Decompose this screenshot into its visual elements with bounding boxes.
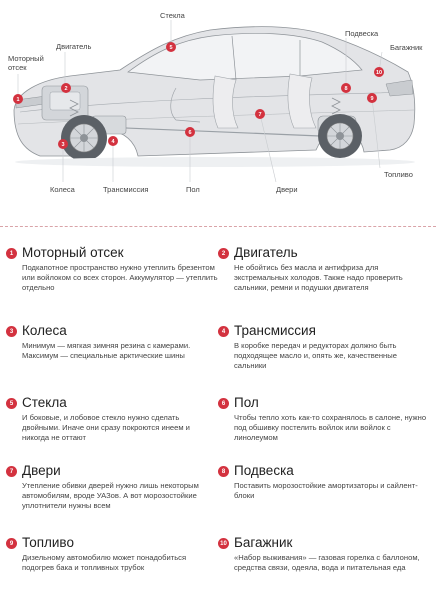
svg-text:5: 5 [169, 45, 172, 51]
item-title: Топливо [22, 535, 74, 550]
item-description: Не обойтись без масла и антифриза для эк… [234, 263, 403, 292]
item-number-badge: 8 [218, 466, 229, 477]
svg-text:9: 9 [370, 96, 373, 102]
item-number-badge: 9 [6, 538, 17, 549]
marker-8: 8 [341, 83, 351, 93]
label-floor: Пол [186, 185, 200, 194]
marker-9: 9 [367, 93, 377, 103]
svg-text:4: 4 [111, 139, 115, 145]
item-title: Стекла [22, 395, 67, 410]
item-title: Пол [234, 395, 259, 410]
item-description: В коробке передач и редукторах должно бы… [234, 341, 397, 370]
item-title: Колеса [22, 323, 67, 338]
svg-text:8: 8 [344, 86, 347, 92]
label-fuel: Топливо [384, 170, 413, 179]
marker-10: 10 [374, 67, 384, 77]
item-title: Подвеска [234, 463, 294, 478]
svg-text:6: 6 [188, 130, 191, 136]
rear-wheel [318, 114, 362, 158]
item-number-badge: 6 [218, 398, 229, 409]
svg-text:10: 10 [376, 70, 382, 76]
marker-5: 5 [166, 42, 176, 52]
marker-1: 1 [13, 94, 23, 104]
item-description: Дизельному автомобилю может понадобиться… [22, 553, 187, 572]
label-doors: Двери [276, 185, 298, 194]
label-glass: Стекла [160, 11, 185, 20]
item-number-badge: 5 [6, 398, 17, 409]
svg-text:3: 3 [61, 142, 64, 148]
car-diagram: 1 2 3 4 5 6 7 8 9 10 Моторный отсек Двиг… [0, 0, 436, 222]
marker-4: 4 [108, 136, 118, 146]
marker-6: 6 [185, 127, 195, 137]
item-number-badge: 7 [6, 466, 17, 477]
label-suspension: Подвеска [345, 29, 379, 38]
item-description: И боковые, и лобовое стекло нужно сделат… [22, 413, 190, 442]
label-engine: Двигатель [56, 42, 92, 51]
marker-3: 3 [58, 139, 68, 149]
item-title: Моторный отсек [22, 245, 124, 260]
svg-text:7: 7 [258, 112, 261, 118]
item-title: Трансмиссия [234, 323, 316, 338]
item-number-badge: 10 [218, 538, 229, 549]
car-illustration: 1 2 3 4 5 6 7 8 9 10 [13, 20, 416, 183]
label-trunk: Багажник [390, 43, 423, 52]
item-description: Минимум — мягкая зимняя резина с камерам… [22, 341, 191, 360]
item-description: Утепление обивки дверей нужно лишь некот… [22, 481, 199, 510]
item-title: Двигатель [234, 245, 298, 260]
svg-text:1: 1 [16, 97, 19, 103]
item-description: Подкапотное пространство нужно утеплить … [22, 263, 218, 292]
marker-2: 2 [61, 83, 71, 93]
item-title: Двери [22, 463, 61, 478]
item-title: Багажник [234, 535, 293, 550]
item-number-badge: 2 [218, 248, 229, 259]
item-description: «Набор выживания» — газовая горелка с ба… [234, 553, 420, 572]
dashed-divider [0, 226, 436, 227]
label-engine-bay: Моторный отсек [8, 54, 44, 72]
item-number-badge: 3 [6, 326, 17, 337]
item-number-badge: 1 [6, 248, 17, 259]
item-description: Чтобы тепло хоть как-то сохранялось в са… [234, 413, 427, 442]
item-number-badge: 4 [218, 326, 229, 337]
item-description: Поставить морозостойкие амортизаторы и с… [234, 481, 418, 500]
svg-text:2: 2 [64, 86, 67, 92]
marker-7: 7 [255, 109, 265, 119]
label-transmission: Трансмиссия [103, 185, 149, 194]
label-wheels: Колеса [50, 185, 75, 194]
front-wheel [61, 115, 107, 161]
